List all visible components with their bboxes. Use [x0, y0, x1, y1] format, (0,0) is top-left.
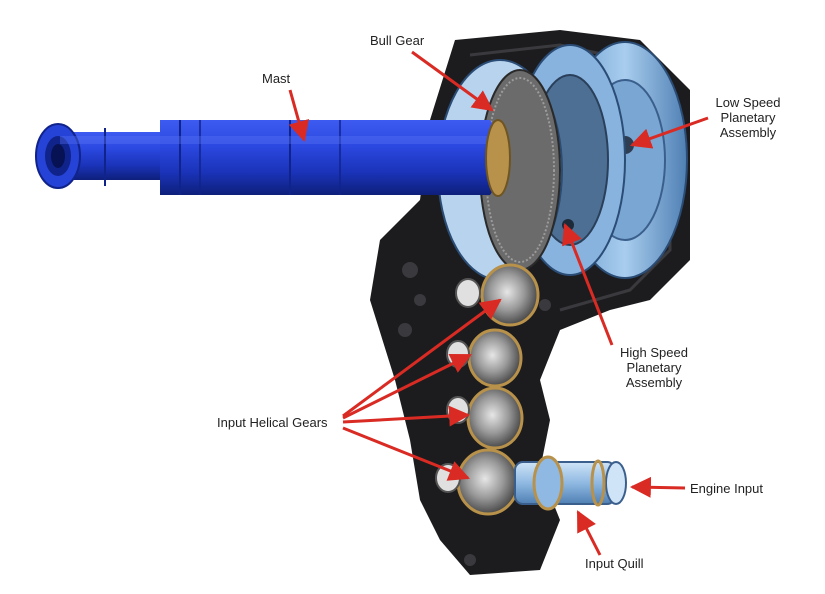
callout-arrows: [288, 50, 709, 556]
arrow-helical-3: [342, 405, 471, 427]
arrow-bull-gear: [411, 50, 494, 112]
mast-shaft: [35, 119, 511, 197]
arrow-low-speed: [630, 116, 709, 149]
label-high-speed-line-3: Assembly: [625, 375, 683, 390]
label-low-speed-line-3: Assembly: [719, 125, 777, 140]
label-engine-input: Engine Input: [690, 481, 764, 496]
label-input-helical-gears: Input Helical Gears: [217, 415, 328, 430]
arrow-input-quill: [576, 510, 602, 556]
arrow-mast: [288, 89, 310, 143]
label-mast: Mast: [262, 71, 291, 86]
arrow-high-speed: [562, 223, 614, 346]
label-input-quill: Input Quill: [585, 556, 644, 571]
label-high-speed-line-2: Planetary: [626, 360, 682, 375]
arrow-helical-4: [342, 426, 470, 481]
arrow-engine-input: [629, 476, 686, 498]
arrow-helical-1: [342, 298, 502, 418]
label-high-speed-planetary: High Speed Planetary Assembly: [614, 345, 694, 390]
label-bull-gear: Bull Gear: [370, 33, 425, 48]
label-low-speed-line-1: Low Speed: [715, 95, 781, 110]
input-helical-gears: [435, 263, 540, 516]
label-low-speed-planetary: Low Speed Planetary Assembly: [708, 95, 788, 140]
arrow-helical-2: [342, 353, 472, 420]
input-quill-shaft: [514, 455, 627, 511]
label-low-speed-line-2: Planetary: [720, 110, 776, 125]
label-high-speed-line-1: High Speed: [620, 345, 688, 360]
